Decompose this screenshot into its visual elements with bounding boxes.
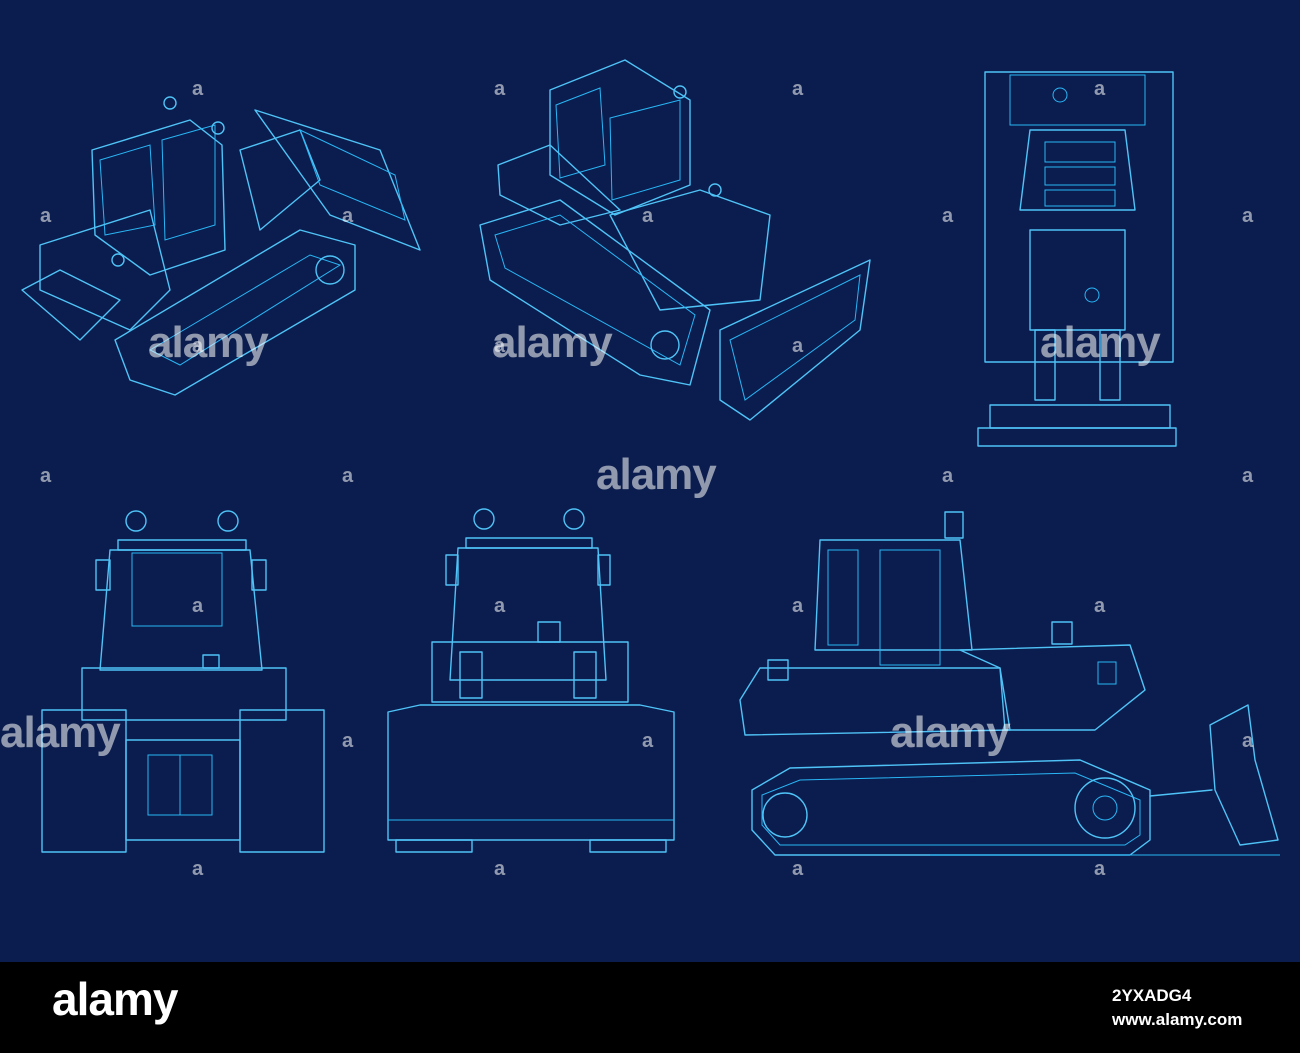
watermark-mark: a	[1094, 595, 1106, 617]
watermark-text: alamy	[1040, 318, 1161, 367]
watermark-mark: a	[494, 858, 506, 880]
watermark-mark: a	[494, 78, 506, 100]
watermark-mark: a	[494, 595, 506, 617]
top-view	[977, 71, 1177, 447]
watermark-mark: a	[1242, 465, 1254, 487]
watermark-text: alamy	[596, 450, 717, 499]
watermark-mark: a	[792, 335, 804, 357]
watermark-text: alamy	[492, 318, 613, 367]
isometric-front-view	[479, 59, 871, 421]
watermark-mark: a	[192, 335, 204, 357]
watermark-mark: a	[942, 205, 954, 227]
footer-logo: alamy	[52, 973, 178, 1025]
watermark-mark: a	[342, 730, 354, 752]
isometric-rear-view	[21, 96, 421, 396]
footer-url: www.alamy.com	[1112, 1010, 1243, 1029]
rear-elevation-view	[41, 510, 325, 853]
watermark-text: alamy	[0, 708, 121, 757]
watermark-mark: a	[1094, 858, 1106, 880]
watermark-mark: a	[192, 858, 204, 880]
bulldozer-blueprint-drawing	[21, 59, 1280, 856]
footer-bar	[0, 962, 1300, 1053]
watermark-mark: a	[192, 595, 204, 617]
watermark-mark: a	[494, 335, 506, 357]
watermark-mark: a	[1242, 730, 1254, 752]
blueprint-canvas: alamy alamy alamy alamy alamy alamy a a …	[0, 59, 1280, 880]
watermark-mark: a	[192, 78, 204, 100]
side-elevation-view	[739, 511, 1280, 856]
watermark-mark: a	[40, 465, 52, 487]
watermark-mark: a	[642, 730, 654, 752]
watermark-mark: a	[1242, 205, 1254, 227]
image-id: 2YXADG4	[1112, 986, 1192, 1005]
watermark-mark: a	[792, 78, 804, 100]
watermark-mark: a	[792, 858, 804, 880]
watermark-text: alamy	[148, 318, 269, 367]
watermark-mark: a	[642, 205, 654, 227]
watermark-mark: a	[1094, 78, 1106, 100]
watermark-mark: a	[342, 465, 354, 487]
watermark-text: alamy	[890, 708, 1011, 757]
watermark-mark: a	[342, 205, 354, 227]
front-elevation-view	[387, 508, 675, 853]
watermark-mark: a	[40, 205, 52, 227]
watermark-mark: a	[942, 465, 954, 487]
watermark-mark: a	[792, 595, 804, 617]
